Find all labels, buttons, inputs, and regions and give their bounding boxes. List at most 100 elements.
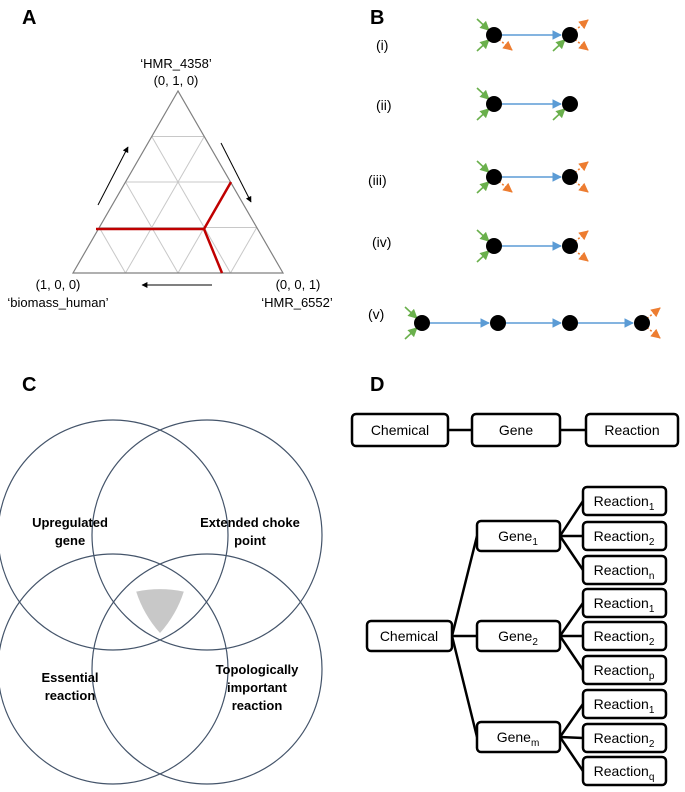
ternary-highlight-branch (202, 228, 224, 274)
gene-label-2: Gene2 (498, 628, 538, 648)
gene-label-1: Gene1 (498, 528, 538, 548)
pathway-0-right-output-1 (574, 38, 589, 51)
pathway-1-left-input-1 (476, 108, 490, 121)
venn-overlap-all (136, 589, 184, 633)
venn-label-essential-2: reaction (45, 688, 96, 703)
venn-label-choke-1: Extended choke (200, 515, 300, 530)
tree-root-label: Chemical (380, 628, 438, 644)
ternary-gridline-1-1 (98, 227, 126, 274)
ternary-arrow-left-edge (97, 146, 129, 206)
reaction-box-g2-r3 (581, 654, 668, 686)
pathway-0-node-0 (486, 27, 502, 43)
reaction-label-g2-r2: Reaction2 (594, 628, 655, 648)
pathway-label-ii: (ii) (376, 97, 392, 113)
ternary-gridline-1-2 (230, 227, 258, 274)
reaction-label-gm-r3: Reactionq (594, 763, 655, 783)
ternary-left-name: ‘biomass_human’ (7, 295, 108, 310)
reaction-label-gm-r1: Reaction1 (594, 696, 655, 716)
pathway-4-left-input-0 (404, 306, 418, 319)
pathway-2-node-0 (486, 169, 502, 185)
ternary-top-coord: (0, 1, 0) (154, 73, 199, 88)
ternary-highlight-path (96, 181, 233, 231)
ternary-left-coord: (1, 0, 0) (36, 277, 81, 292)
pathway-3-right-output-0 (574, 230, 589, 243)
venn-circle-extended-choke-point (91, 419, 323, 651)
reaction-box-g2-r1 (581, 587, 668, 619)
reaction-box-g1-r3 (581, 554, 668, 586)
tree-genem-connectors (558, 703, 585, 772)
chain-box-chemical (350, 412, 450, 448)
pathway-2-right-output-0 (574, 161, 589, 174)
pathway-label-i: (i) (376, 37, 388, 53)
ternary-top-name: ‘HMR_4358’ (140, 56, 212, 71)
chain-label-gene: Gene (499, 422, 533, 438)
reaction-label-gm-r2: Reaction2 (594, 730, 655, 750)
venn-circle-upregulated-gene (0, 419, 229, 651)
tree-gene1-connectors (558, 500, 585, 571)
panel-a: A ‘HMR_4358’ (0, 1, 0) (1, 0, 0) ‘biomas… (7, 7, 332, 310)
pathway-1-node-0 (486, 96, 502, 112)
reaction-box-gm-r3 (581, 755, 668, 787)
venn-label-essential-1: Essential (41, 670, 98, 685)
panel-letter-b: B (370, 7, 384, 29)
pathway-label-v: (v) (368, 306, 384, 322)
pathway-0-left-input-0 (476, 18, 490, 31)
gene-box-2 (475, 619, 562, 653)
pathway-0-right-output-0 (574, 19, 589, 32)
venn-label-topo-3: reaction (232, 698, 283, 713)
ternary-gridline-3-2 (125, 136, 205, 274)
pathway-label-iii: (iii) (368, 172, 387, 188)
pathway-4-node-2 (562, 315, 578, 331)
pathway-2-node-1 (562, 169, 578, 185)
pathway-2-right-output-1 (574, 180, 589, 193)
venn-circle-topologically-important (91, 553, 323, 785)
tree-root-box (365, 619, 454, 653)
panel-letter-a: A (22, 7, 36, 29)
pathway-3-right-output-1 (574, 249, 589, 262)
venn-label-upregulated-1: Upregulated (32, 515, 108, 530)
tree-root-connectors (450, 535, 479, 738)
pathway-1-right-input-0 (552, 108, 566, 121)
pathway-2-left-output-0 (498, 180, 513, 193)
reaction-label-g1-r3: Reactionn (594, 562, 655, 582)
reaction-box-g2-r2 (581, 620, 668, 652)
tree-gene2-connectors (558, 602, 585, 671)
gene-label-m: Genem (497, 729, 540, 749)
pathway-3-left-input-0 (476, 229, 490, 242)
venn-circle-essential-reaction (0, 553, 229, 785)
pathway-3-node-0 (486, 238, 502, 254)
ternary-arrow-right-edge (220, 142, 252, 203)
venn-label-upregulated-2: gene (55, 533, 85, 548)
reaction-box-gm-r1 (581, 688, 668, 720)
pathway-diagrams (404, 18, 661, 340)
pathway-3-left-input-1 (476, 250, 490, 263)
reaction-box-g1-r1 (581, 485, 668, 517)
pathway-4-node-0 (414, 315, 430, 331)
ternary-right-name: ‘HMR_6552’ (261, 295, 333, 310)
panel-letter-c: C (22, 374, 36, 396)
gene-box-1 (475, 519, 562, 553)
venn-label-choke-2: point (234, 533, 266, 548)
reaction-box-gm-r2 (581, 722, 668, 754)
pathway-4-node-1 (490, 315, 506, 331)
pathway-label-iv: (iv) (372, 234, 391, 250)
pathway-3-node-1 (562, 238, 578, 254)
venn-label-topo-2: important (227, 680, 288, 695)
venn-label-topo-1: Topologically (216, 662, 300, 677)
ternary-gridline-3-1 (151, 136, 231, 274)
pathway-0-node-1 (562, 27, 578, 43)
pathway-4-right-output-1 (646, 326, 661, 339)
ternary-right-coord: (0, 0, 1) (276, 277, 321, 292)
pathway-1-node-1 (562, 96, 578, 112)
pathway-0-right-input-0 (552, 39, 566, 52)
pathway-4-left-input-1 (404, 327, 418, 340)
chain-label-chemical: Chemical (371, 422, 429, 438)
panel-letter-d: D (370, 374, 384, 396)
pathway-0-left-input-1 (476, 39, 490, 52)
reaction-label-g2-r1: Reaction1 (594, 595, 655, 615)
gene-box-m (475, 720, 562, 754)
pathway-4-node-3 (634, 315, 650, 331)
panel-b: B (i) (ii) (iii) (iv) (v) (368, 7, 661, 340)
